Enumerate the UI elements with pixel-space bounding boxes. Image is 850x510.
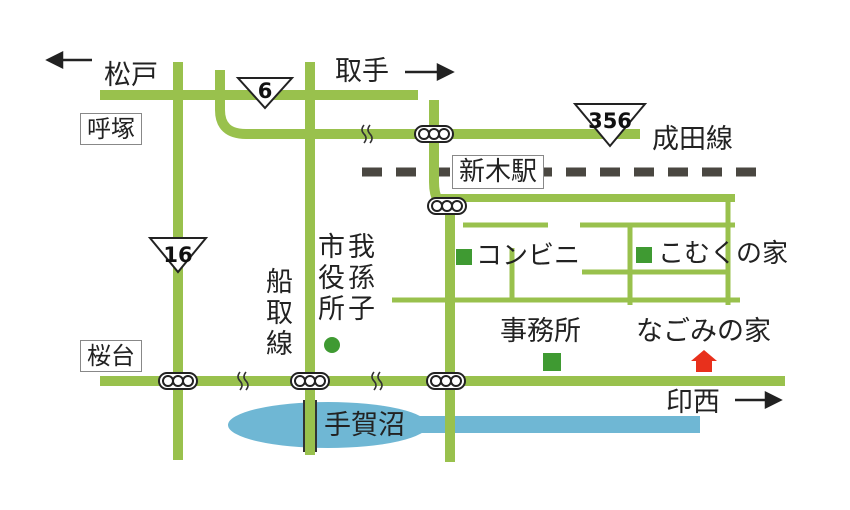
label-komuku-house: こむくの家	[658, 239, 789, 269]
label-inzai: 印西	[666, 387, 720, 418]
traffic-signals	[158, 125, 467, 390]
arrow-right-icon	[735, 390, 783, 410]
traffic-signal-icon	[290, 372, 330, 390]
road-break-icon	[361, 124, 373, 144]
road-break-icon	[371, 371, 383, 391]
komuku-house-marker-icon	[636, 247, 652, 263]
road-break-marks	[237, 124, 383, 391]
road-route6-curve	[215, 70, 640, 139]
teganuma-lake	[228, 402, 700, 448]
label-narita-line: 成田線	[652, 124, 733, 155]
label-teganuma: 手賀沼	[324, 410, 405, 441]
label-convenience-store: コンビニ	[476, 241, 581, 271]
label-office: 事務所	[500, 316, 581, 347]
traffic-signal-icon	[158, 372, 198, 390]
label-funatori-line: 船取線	[266, 267, 293, 360]
traffic-signal-icon	[414, 125, 454, 143]
label-abiko-city-hall-col1: 市役所	[318, 232, 345, 325]
road-break-icon	[237, 371, 249, 391]
label-sakuradai: 桜台	[80, 340, 142, 372]
svg-text:6: 6	[258, 79, 273, 103]
route-16-shield: 16	[147, 237, 209, 274]
route-356-shield: 356	[572, 103, 648, 148]
bridge-icon	[303, 400, 317, 452]
label-abiko-city-hall-col2: 我孫子	[348, 232, 375, 325]
traffic-signal-icon	[427, 197, 467, 215]
direction-arrows	[45, 50, 783, 410]
svg-text:356: 356	[588, 109, 632, 133]
label-nagomi-house: なごみの家	[636, 316, 771, 347]
traffic-signal-icon	[426, 372, 466, 390]
arrow-left-icon	[45, 50, 92, 70]
arrow-right-icon	[405, 62, 455, 82]
route-6-shield: 6	[235, 77, 295, 110]
city-hall-marker-icon	[324, 337, 340, 353]
label-shin-kiba-station: 新木駅	[452, 155, 545, 189]
nagomi-house-marker-icon	[691, 350, 717, 372]
label-yobitsuka: 呼塚	[80, 113, 142, 145]
office-marker-icon	[543, 353, 561, 371]
label-toride: 取手	[335, 56, 389, 87]
label-matsudo: 松戸	[104, 60, 158, 91]
svg-text:16: 16	[163, 243, 192, 267]
convenience-store-marker-icon	[456, 249, 472, 265]
